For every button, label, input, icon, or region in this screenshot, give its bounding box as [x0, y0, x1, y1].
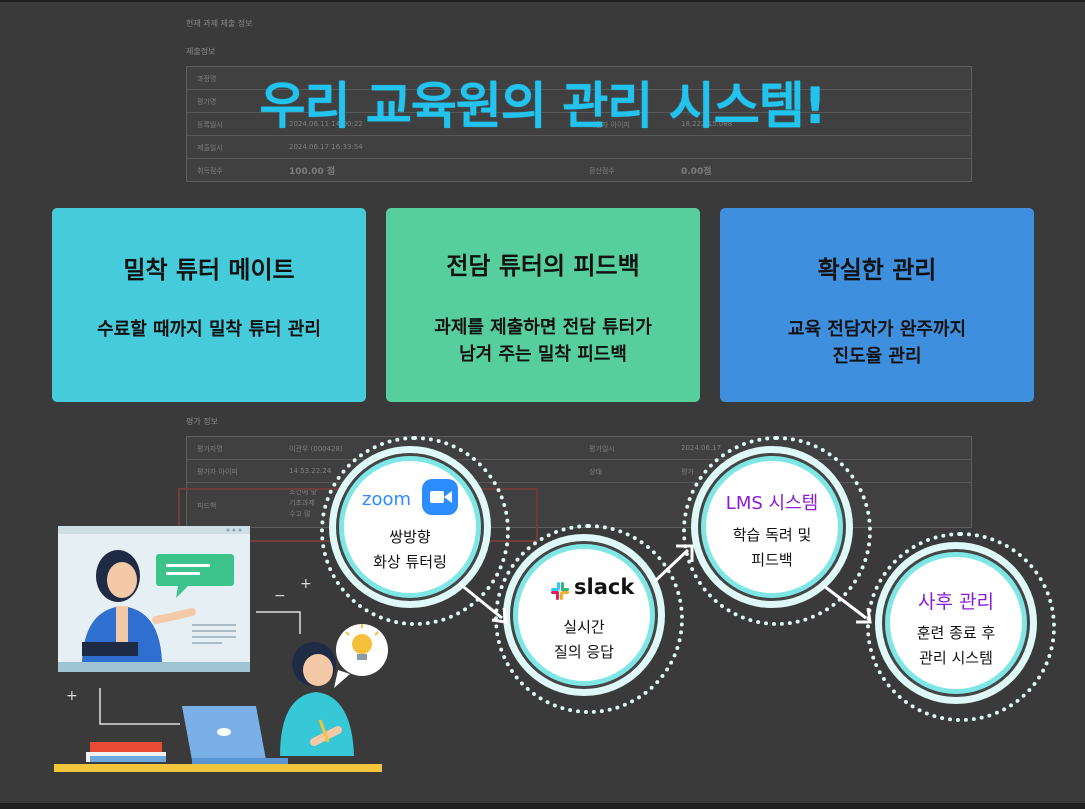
svg-text:−: −: [274, 588, 286, 604]
card-description: 수료할 때까지 밀착 튜터 관리: [97, 319, 321, 340]
step-title: 사후 관리: [918, 591, 994, 613]
feature-card-feedback: 전담 튜터의 피드백 과제를 제출하면 전담 튜터가 남겨 주는 밀착 피드백: [386, 208, 700, 402]
step-text: 실시간 질의 응답: [554, 618, 614, 661]
flow-arrow-icon: [823, 584, 872, 624]
feature-card-tutor-mate: 밀착 튜터 메이트 수료할 때까지 밀착 튜터 관리: [52, 208, 366, 402]
step-text: 쌍방향 화상 튜터링: [373, 528, 447, 571]
card-title: 전담 튜터의 피드백: [446, 252, 640, 280]
dotted-ring: [320, 436, 510, 626]
step-title: LMS 시스템: [725, 493, 819, 514]
table-row: 과정명: [187, 67, 971, 90]
dotted-ring: [682, 436, 872, 626]
form-section-title: 평가 정보: [186, 417, 218, 426]
books-icon: [90, 742, 162, 752]
svg-text:+: +: [66, 688, 78, 704]
flow-arrow-icon: [459, 582, 508, 624]
step-slack-qa: slack 실시간 질의 응답: [513, 544, 655, 686]
desk: [54, 764, 382, 772]
zoom-camera-icon: [422, 479, 458, 515]
feature-card-management: 확실한 관리 교육 전담자가 완주까지 진도율 관리: [720, 208, 1034, 402]
form-section-title: 제출정보: [186, 47, 216, 56]
slack-logo-icon: [551, 582, 569, 600]
card-title: 밀착 튜터 메이트: [123, 256, 295, 284]
form-section-title: 현재 과제 제출 정보: [186, 19, 253, 28]
bottom-border: [0, 803, 1085, 809]
tutoring-illustration: + + −: [54, 526, 388, 772]
dotted-ring: [494, 524, 684, 714]
dotted-ring: [866, 532, 1056, 722]
step-text: 학습 독려 및 피드백: [732, 526, 812, 569]
zoom-logo: zoom: [362, 489, 412, 510]
card-title: 확실한 관리: [817, 256, 937, 284]
slack-logo: slack: [574, 575, 635, 599]
step-text: 훈련 종료 후 관리 시스템: [916, 624, 996, 667]
top-border: [0, 0, 1085, 2]
step-lms-system: LMS 시스템 학습 독려 및 피드백: [701, 456, 843, 598]
step-after-care: 사후 관리 훈련 종료 후 관리 시스템: [885, 552, 1027, 694]
svg-text:+: +: [300, 576, 312, 592]
step-zoom-tutoring: zoom 쌍방향 화상 튜터링: [339, 456, 481, 598]
table-row: 평가명: [187, 90, 971, 113]
card-description: 과제를 제출하면 전담 튜터가 남겨 주는 밀착 피드백: [434, 317, 652, 365]
card-description: 교육 전담자가 완주까지 진도율 관리: [787, 319, 967, 367]
flow-arrow-icon: [652, 544, 694, 584]
headline: 우리 교육원의 관리 시스템!: [259, 77, 826, 135]
